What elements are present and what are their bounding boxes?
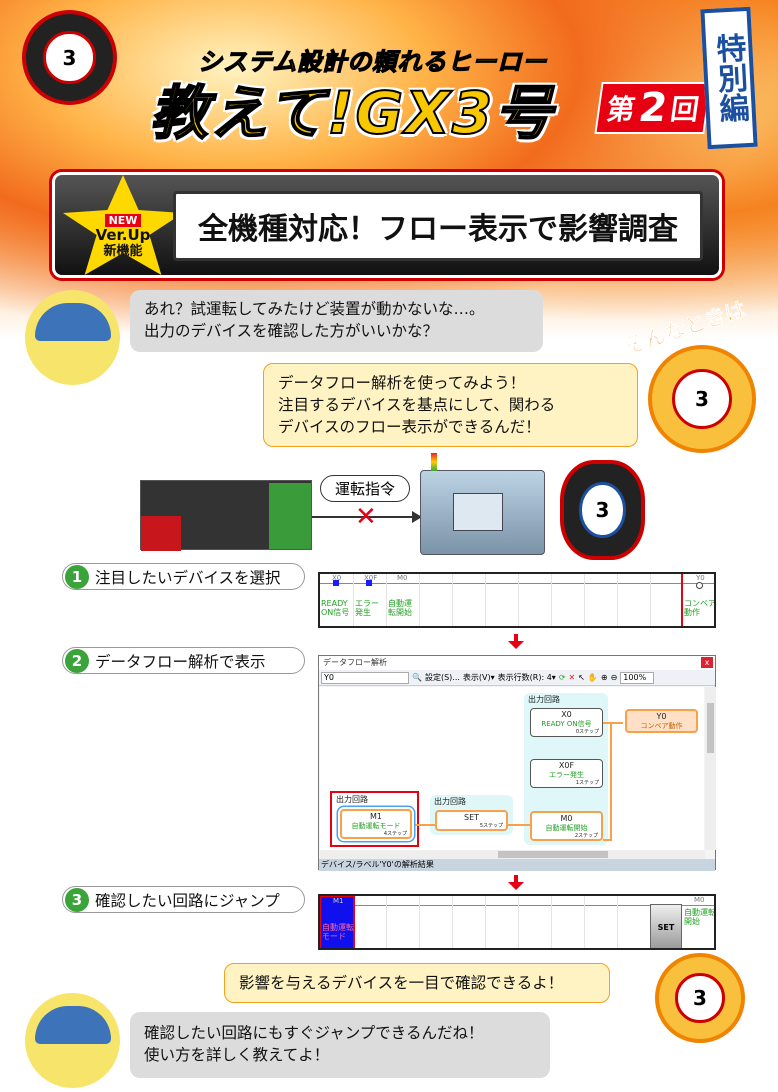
close-button[interactable]: x <box>701 657 713 668</box>
horizontal-scrollbar[interactable] <box>320 850 705 859</box>
hand-icon[interactable]: ✋ <box>587 672 598 682</box>
contact-x0f[interactable] <box>366 580 372 586</box>
hero-gx3-character: 3 <box>22 10 117 105</box>
zoom-out-icon[interactable]: ⊖ <box>610 672 618 682</box>
pointer-icon[interactable]: ↖ <box>578 672 585 682</box>
toolbar: Y0 🔍 設定(S)... 表示(V)▾ 表示行数(R): 4▾ ⟳ ✕ ↖ ✋… <box>319 670 715 686</box>
contact-m1-jumped[interactable]: M1 自動運転モード <box>320 896 355 948</box>
machine-illustration <box>420 453 545 555</box>
search-icon[interactable]: 🔍 <box>412 672 422 682</box>
refresh-icon[interactable]: ⟳ <box>558 672 566 682</box>
zoom-in-icon[interactable]: ⊕ <box>600 672 608 682</box>
section-header: NEW Ver.Up 新機能 全機種対応！フロー表示で影響調査 <box>52 172 722 278</box>
speech-bubble-hero-1: データフロー解析を使ってみよう！ 注目するデバイスを基点にして、関わる デバイス… <box>263 363 638 447</box>
coil-y0-selected[interactable]: Y0 コンベア動作 <box>681 574 714 626</box>
speech-bubble-worker-1: あれ？試運転してみたけど装置が動かないな…。 出力のデバイスを確認した方がいいか… <box>130 290 543 352</box>
window-title: データフロー解析 <box>319 656 715 670</box>
device-input[interactable]: Y0 <box>321 671 409 684</box>
down-arrow-icon <box>508 875 524 891</box>
zoom-select[interactable]: 100% <box>620 671 655 684</box>
view-menu[interactable]: 表示(V)▾ <box>462 672 495 682</box>
settings-menu[interactable]: 設定(S)... <box>424 672 460 682</box>
set-instruction[interactable]: SET <box>650 904 682 948</box>
series-title: 教えて!GX3号 <box>149 79 555 147</box>
hero-with-magnifier: 3 <box>560 460 645 560</box>
signal-arrow <box>312 516 416 518</box>
worker-avatar-happy <box>25 993 120 1088</box>
speech-bubble-hero-2: 影響を与えるデバイスを一目で確認できるよ！ <box>224 963 610 1003</box>
clear-icon[interactable]: ✕ <box>568 672 576 682</box>
new-feature-star-badge: NEW Ver.Up 新機能 <box>63 175 183 275</box>
contact-x0[interactable] <box>333 580 339 586</box>
status-bar: デバイス/ラベル'Y0'の解析結果 <box>319 859 715 871</box>
x-mark-icon: ✕ <box>355 502 377 532</box>
ladder-step-3: M1 自動運転モード SET M0 自動運転開始 <box>318 894 716 950</box>
section-title: 全機種対応！フロー表示で影響調査 <box>173 191 703 261</box>
operation-command-label: 運転指令 <box>320 475 410 502</box>
hero-avatar-smiling: 3 <box>655 953 745 1043</box>
hero-avatar: 3 <box>648 345 756 453</box>
special-edition-tag: 特別編 <box>700 6 758 150</box>
ladder-step-1: X0 X0F M0 READY ON信号 エラー発生 自動運転開始 Y0 コンベ… <box>318 572 716 628</box>
plc-illustration <box>140 480 312 551</box>
down-arrow-icon <box>508 634 524 650</box>
series-subtitle: システム設計の頼れるヒーロー <box>197 47 548 76</box>
arrow-head-icon <box>412 511 422 523</box>
fire-background <box>0 0 778 340</box>
speech-bubble-worker-2: 確認したい回路にもすぐジャンプできるんだね！ 使い方を詳しく教えてよ！ <box>130 1012 550 1078</box>
rows-menu[interactable]: 表示行数(R): 4▾ <box>497 672 556 682</box>
vertical-scrollbar[interactable] <box>705 687 716 850</box>
worker-avatar-worried <box>25 290 120 385</box>
dataflow-analysis-window: データフロー解析 x Y0 🔍 設定(S)... 表示(V)▾ 表示行数(R):… <box>318 655 716 871</box>
